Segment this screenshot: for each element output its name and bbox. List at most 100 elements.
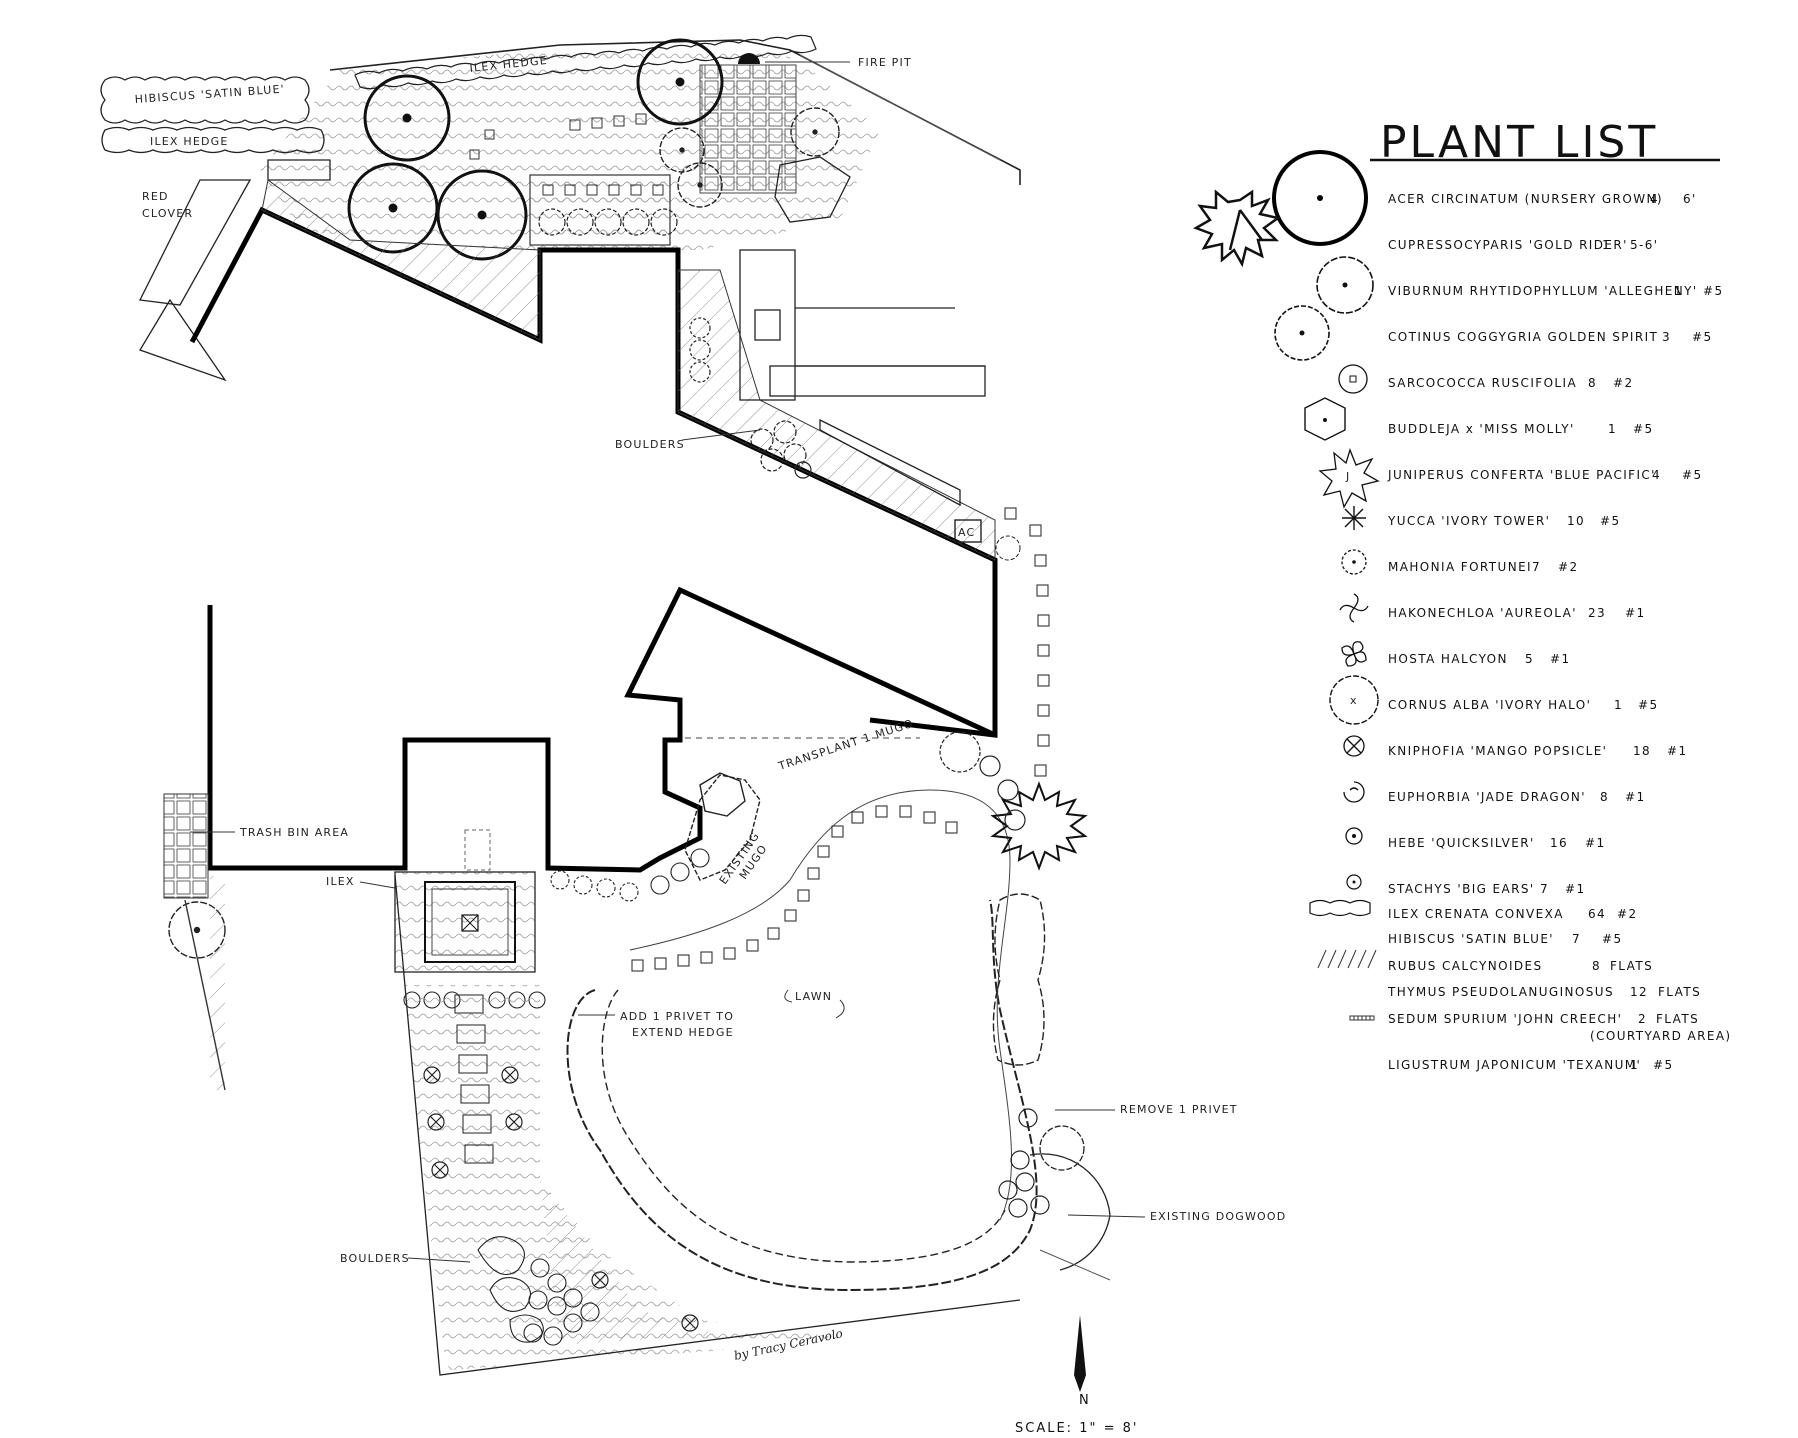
large-tree-circle-icon (1272, 150, 1368, 246)
boulders-top-cluster (750, 420, 812, 479)
small-circle-square-icon (1338, 364, 1368, 394)
svg-text:6': 6' (1683, 192, 1697, 206)
svg-text:#2: #2 (1613, 376, 1634, 390)
svg-text:J: J (1345, 470, 1350, 483)
legend-row-ilex: ILEX CRENATA CONVEXA 64 #2 (1388, 907, 1638, 921)
svg-text:THYMUS PSEUDOLANUGINOSUS: THYMUS PSEUDOLANUGINOSUS (1387, 985, 1614, 999)
label-hibiscus: HIBISCUS 'SATIN BLUE' (134, 83, 285, 106)
shrub-row-house (550, 848, 710, 902)
spiky-conifer-icon (1193, 189, 1282, 268)
viburnum-shrubs-top (659, 107, 840, 208)
svg-text:STACHYS 'BIG EARS': STACHYS 'BIG EARS' (1388, 882, 1535, 896)
legend-row-euphorbia: EUPHORBIA 'JADE DRAGON' 8 #1 (1388, 790, 1644, 804)
legend-row-hibiscus: HIBISCUS 'SATIN BLUE' 7 #5 (1388, 932, 1623, 946)
svg-text:COTINUS COGGYGRIA GOLDEN SPIRI: COTINUS COGGYGRIA GOLDEN SPIRIT (1388, 330, 1658, 344)
svg-text:8: 8 (1592, 959, 1601, 973)
legend-row-hakonechloa: HAKONECHLOA 'AUREOLA' 23 #1 (1388, 606, 1646, 620)
svg-text:KNIPHOFIA 'MANGO POPSICLE': KNIPHOFIA 'MANGO POPSICLE' (1388, 744, 1607, 758)
label-add-privet-2: EXTEND HEDGE (632, 1026, 734, 1039)
plant-list-legend: PLANT LIST J x ACER CIRCINATUM (NURSERY … (1193, 117, 1732, 1072)
svg-text:64: 64 (1588, 907, 1606, 921)
svg-text:23: 23 (1588, 606, 1606, 620)
hedge-strip-icon (1309, 899, 1371, 917)
label-ac: AC (958, 526, 975, 539)
legend-row-cupressocyparis: CUPRESSOCYPARIS 'GOLD RIDER' 1 5-6' (1388, 238, 1659, 252)
svg-text:#5: #5 (1602, 932, 1623, 946)
label-fire-pit: FIRE PIT (858, 56, 912, 69)
mahonia-circle-icon (1341, 549, 1367, 575)
label-ilex-hedge-left: ILEX HEDGE (150, 135, 229, 148)
juniper-star-icon: J (1318, 448, 1380, 509)
lawn-stepping-stones (631, 805, 958, 972)
svg-text:FLATS: FLATS (1610, 959, 1653, 973)
svg-text:(COURTYARD AREA): (COURTYARD AREA) (1590, 1029, 1732, 1043)
existing-mugo-shape (684, 774, 761, 881)
svg-text:SARCOCOCCA RUSCIFOLIA: SARCOCOCCA RUSCIFOLIA (1388, 376, 1577, 390)
ac-unit (954, 519, 982, 543)
legend-row-buddleja: BUDDLEJA x 'MISS MOLLY' 1 #5 (1388, 422, 1652, 436)
svg-text:16: 16 (1550, 836, 1568, 850)
svg-text:HOSTA HALCYON: HOSTA HALCYON (1388, 652, 1508, 666)
legend-row-kniphofia: KNIPHOFIA 'MANGO POPSICLE' 18 #1 (1388, 744, 1688, 758)
svg-text:8: 8 (1600, 790, 1609, 804)
svg-text:HEBE 'QUICKSILVER': HEBE 'QUICKSILVER' (1388, 836, 1535, 850)
hosta-flower-icon (1341, 641, 1367, 667)
shrub-near-ac (995, 535, 1021, 561)
scale-label: SCALE: 1" = 8' (1015, 1421, 1138, 1436)
svg-text:10: 10 (1567, 514, 1585, 528)
label-red-clover-2: CLOVER (142, 207, 193, 220)
house-outline-lower (207, 586, 997, 873)
label-ilex: ILEX (326, 875, 355, 888)
hatch-bed-upper-right (677, 269, 996, 561)
svg-text:BUDDLEJA x 'MISS MOLLY': BUDDLEJA x 'MISS MOLLY' (1388, 422, 1575, 436)
label-boulders-top: BOULDERS (615, 438, 685, 451)
svg-text:#5: #5 (1653, 1058, 1674, 1072)
acer-trees-top (347, 38, 724, 261)
legend-row-ligustrum: LIGUSTRUM JAPONICUM 'TEXANUM' 1 #5 (1388, 1058, 1674, 1072)
svg-text:ACER CIRCINATUM (NURSERY GROWN: ACER CIRCINATUM (NURSERY GROWN) (1388, 192, 1663, 206)
lawn-edge (629, 789, 1013, 1221)
legend-row-rubus: RUBUS CALCYNOIDES 8 FLATS (1388, 959, 1653, 973)
svg-text:2: 2 (1638, 1012, 1647, 1026)
deck-structure (739, 249, 986, 507)
svg-text:#1: #1 (1625, 606, 1646, 620)
hexagon-shrub-icon (1304, 397, 1346, 441)
north-arrow: N (1074, 1315, 1091, 1408)
legend-row-cornus: CORNUS ALBA 'IVORY HALO' 1 #5 (1388, 698, 1659, 712)
label-lawn: LAWN (795, 990, 832, 1003)
paver-grid-top (699, 64, 797, 194)
label-boulders-bottom: BOULDERS (340, 1252, 410, 1265)
north-label: N (1079, 1393, 1091, 1408)
svg-text:YUCCA 'IVORY TOWER': YUCCA 'IVORY TOWER' (1387, 514, 1550, 528)
legend-row-mahonia: MAHONIA FORTUNEI 7 #2 (1388, 560, 1579, 574)
svg-text:#2: #2 (1558, 560, 1579, 574)
svg-text:3: 3 (1662, 330, 1671, 344)
cupressocyparis-lawn (990, 781, 1088, 871)
svg-text:#1: #1 (1667, 744, 1688, 758)
svg-text:#5: #5 (1638, 698, 1659, 712)
legend-row-yucca: YUCCA 'IVORY TOWER' 10 #5 (1387, 514, 1619, 528)
svg-text:7: 7 (1572, 932, 1581, 946)
boulders-bottom-cluster (477, 1236, 600, 1346)
svg-text:7: 7 (1540, 882, 1549, 896)
svg-text:RUBUS CALCYNOIDES: RUBUS CALCYNOIDES (1388, 959, 1543, 973)
svg-text:#1: #1 (1565, 882, 1586, 896)
buddleja-hex (699, 772, 746, 817)
courtyard (394, 829, 536, 973)
scalloped-shrub-icon (1316, 256, 1374, 314)
grass-swirl-icon (1339, 593, 1369, 623)
lower-left-bed (405, 985, 860, 1370)
trash-bin-pavers (163, 793, 209, 899)
svg-text:5-6': 5-6' (1630, 238, 1659, 252)
lower-bed-edge (394, 874, 1021, 1376)
svg-text:18: 18 (1633, 744, 1651, 758)
svg-text:#2: #2 (1617, 907, 1638, 921)
hebe-dot-circle-icon (1345, 827, 1363, 845)
legend-row-juniperus: JUNIPERUS CONFERTA 'BLUE PACIFIC' 4 #5 (1387, 468, 1701, 482)
cloud-shrub-icon (1274, 305, 1330, 361)
diagonal-hatch-icon (1317, 949, 1377, 969)
stachys-dot-icon (1346, 874, 1362, 890)
sarcococca-column (689, 317, 711, 383)
tick-strip-icon (1349, 1015, 1375, 1021)
